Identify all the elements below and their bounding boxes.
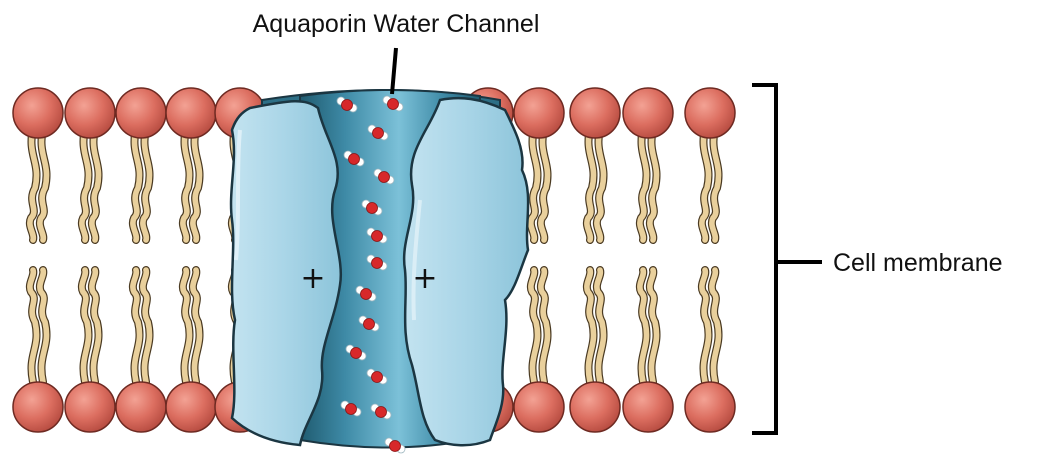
membrane-bracket: [752, 85, 776, 433]
plus-sign-left: +: [300, 261, 325, 296]
membrane-label: Cell membrane: [833, 249, 1003, 277]
lipid-head-bottom: [13, 382, 63, 432]
lipid-head-bottom: [685, 382, 735, 432]
phospholipid-icon: [685, 88, 735, 432]
phospholipid-icon: [116, 88, 166, 432]
title-pointer-line: [392, 48, 396, 94]
phospholipid-icon: [623, 88, 673, 432]
lipid-head-top: [13, 88, 63, 138]
phospholipid-icon: [65, 88, 115, 432]
lipid-head-bottom: [65, 382, 115, 432]
phospholipid-icon: [13, 88, 63, 432]
diagram-title: Aquaporin Water Channel: [253, 10, 540, 38]
lipid-head-top: [685, 88, 735, 138]
lipid-head-bottom: [116, 382, 166, 432]
lipid-head-bottom: [514, 382, 564, 432]
lipid-head-top: [166, 88, 216, 138]
lipid-head-top: [623, 88, 673, 138]
lipid-head-bottom: [166, 382, 216, 432]
plus-sign-right: +: [412, 261, 437, 296]
lipid-head-top: [514, 88, 564, 138]
lipid-head-top: [65, 88, 115, 138]
phospholipid-icon: [570, 88, 620, 432]
lipid-head-bottom: [623, 382, 673, 432]
lipid-head-top: [116, 88, 166, 138]
lipid-head-bottom: [570, 382, 620, 432]
phospholipid-icon: [166, 88, 216, 432]
lipid-head-top: [570, 88, 620, 138]
